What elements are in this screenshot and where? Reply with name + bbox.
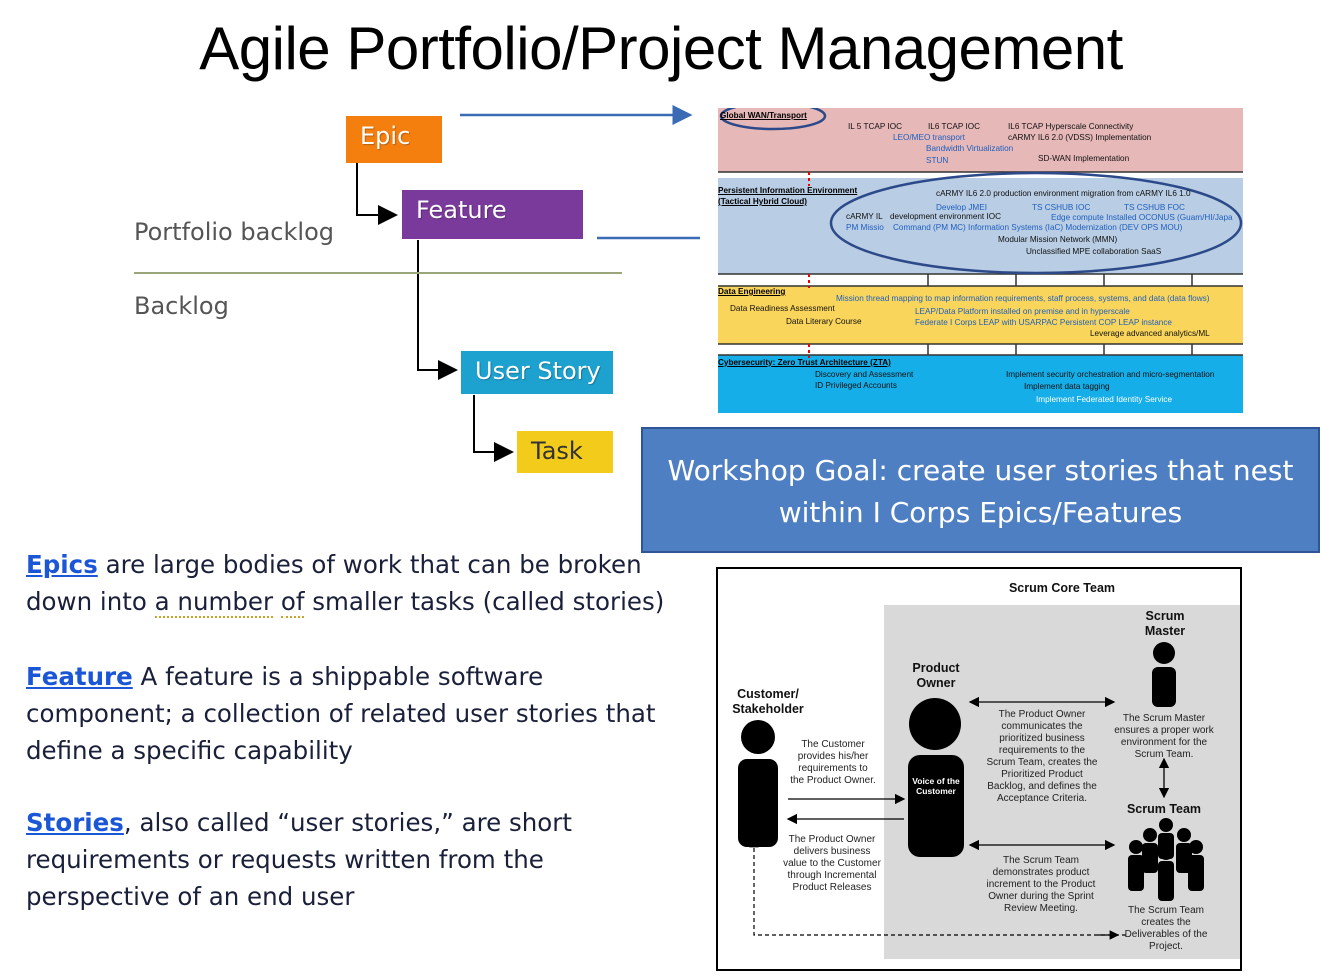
- stories-definition: Stories, also called “user stories,” are…: [26, 804, 686, 915]
- cyber-item: ID Privileged Accounts: [815, 381, 897, 390]
- core-team-title: Scrum Core Team: [1008, 581, 1116, 595]
- epics-space: [273, 587, 281, 616]
- pie-item: Command (PM MC) Information Systems (IaC…: [893, 223, 1183, 232]
- pie-heading: Persistent Information Environment: [718, 186, 858, 195]
- epics-definition: Epics are large bodies of work that can …: [26, 546, 686, 620]
- roadmap-panel: Global WAN/Transport IL 5 TCAP IOC IL6 T…: [718, 108, 1243, 413]
- pie-item: development environment IOC: [890, 212, 1002, 221]
- workshop-goal-box: Workshop Goal: create user stories that …: [641, 427, 1320, 553]
- epics-dotted-text: a number: [154, 587, 274, 618]
- voice-of-customer-label: Voice of the Customer: [912, 776, 960, 796]
- scrum-team-label: Scrum Team: [1126, 802, 1202, 816]
- pie-item: cARMY IL: [846, 212, 883, 221]
- feature-text: A feature is a shippable software compon…: [26, 662, 656, 765]
- task-box: Task: [517, 431, 613, 473]
- data-item: Federate I Corps LEAP with USARPAC Persi…: [915, 318, 1172, 327]
- wan-item: IL6 TCAP IOC: [928, 122, 981, 131]
- team-creates-description: The Scrum Team creates the Deliverables …: [1124, 905, 1208, 952]
- scrum-figures: [738, 642, 1204, 940]
- customer-label: Customer/ Stakeholder: [732, 687, 804, 716]
- data-item: Data Literary Course: [786, 317, 862, 326]
- cyber-band: [718, 355, 1243, 413]
- data-item: Mission thread mapping to map informatio…: [836, 294, 1210, 303]
- epics-dotted-text: of: [280, 587, 305, 618]
- scrum-master-label: Scrum Master: [1144, 609, 1186, 638]
- data-item: LEAP/Data Platform installed on premise …: [915, 307, 1130, 316]
- scrum-team-group-icon: [1128, 818, 1204, 901]
- hierarchy-connectors: [134, 105, 700, 462]
- feature-label: Feature: [416, 196, 507, 224]
- po-communicates-description: The Product Owner communicates the prior…: [986, 709, 1098, 804]
- product-owner-label: Product Owner: [912, 661, 960, 690]
- scrum-diagram: Scrum Core Team Customer: [716, 567, 1242, 971]
- backlog-label: Backlog: [134, 292, 229, 320]
- task-label: Task: [531, 437, 583, 465]
- wan-item: LEO/MEO transport: [893, 133, 965, 142]
- pie-item: PM Missio: [846, 223, 884, 232]
- product-owner-figure-icon: [909, 698, 961, 750]
- wan-heading: Global WAN/Transport: [720, 111, 807, 120]
- cyber-item: Implement security orchestration and mic…: [1006, 370, 1215, 379]
- epics-text: are large bodies of work that can be bro…: [26, 550, 642, 616]
- pie-item: Unclassified MPE collaboration SaaS: [1026, 247, 1162, 256]
- pie-item: TS CSHUB IOC: [1032, 203, 1091, 212]
- stories-text: , also called “user stories,” are short …: [26, 808, 572, 911]
- po-delivers-description: The Product Owner delivers business valu…: [783, 834, 881, 893]
- pie-item: Modular Mission Network (MMN): [998, 235, 1118, 244]
- workshop-goal-text: Workshop Goal: create user stories that …: [667, 454, 1294, 529]
- pie-heading-sub: (Tactical Hybrid Cloud): [718, 197, 808, 206]
- user-story-label: User Story: [475, 357, 601, 385]
- wan-item: cARMY IL6 2.0 (VDSS) Implementation: [1008, 133, 1152, 142]
- portfolio-backlog-label: Portfolio backlog: [134, 218, 334, 246]
- pie-item: Develop JMEI: [936, 203, 987, 212]
- scrum-master-figure-icon: [1153, 642, 1175, 664]
- feature-term-link[interactable]: Feature: [26, 662, 133, 691]
- cyber-item: Discovery and Assessment: [815, 370, 914, 379]
- customer-description: The Customer provides his/her requiremen…: [790, 739, 876, 786]
- pie-item: cARMY IL6 2.0 production environment mig…: [936, 189, 1191, 198]
- data-item: Data Readiness Assessment: [730, 304, 835, 313]
- pie-item: TS CSHUB FOC: [1124, 203, 1185, 212]
- cyber-heading: Cybersecurity: Zero Trust Architecture (…: [718, 358, 891, 367]
- cyber-item: Implement Federated Identity Service: [1036, 395, 1173, 404]
- data-item: Leverage advanced analytics/ML: [1090, 329, 1210, 338]
- team-demo-description: The Scrum Team demonstrates product incr…: [986, 855, 1096, 914]
- wan-item: SD-WAN Implementation: [1038, 154, 1130, 163]
- epics-term-link[interactable]: Epics: [26, 550, 98, 579]
- wan-item: Bandwidth Virtualization: [926, 144, 1014, 153]
- epics-text: smaller tasks (called stories): [304, 587, 665, 616]
- scrum-master-description: The Scrum Master ensures a proper work e…: [1114, 713, 1214, 760]
- user-story-box: User Story: [461, 351, 613, 394]
- page-title: Agile Portfolio/Project Management: [199, 15, 1123, 82]
- customer-figure-icon: [741, 720, 775, 754]
- roadmap-gridlines: [718, 108, 1243, 358]
- feature-definition: Feature A feature is a shippable softwar…: [26, 658, 686, 769]
- pie-band: [718, 178, 1243, 274]
- stories-term-link[interactable]: Stories: [26, 808, 124, 837]
- feature-box: Feature: [402, 190, 583, 239]
- wan-band: [718, 108, 1243, 172]
- wan-item: IL 5 TCAP IOC: [848, 122, 902, 131]
- pie-item: Edge compute Installed OCONUS (Guam/HI/J…: [1051, 213, 1233, 222]
- cyber-item: Implement data tagging: [1024, 382, 1110, 391]
- data-heading: Data Engineering: [718, 287, 786, 296]
- wan-item: IL6 TCAP Hyperscale Connectivity: [1008, 122, 1134, 131]
- epic-box: Epic: [346, 116, 442, 163]
- wan-item: STUN: [926, 156, 949, 165]
- data-band: [718, 286, 1243, 344]
- epic-label: Epic: [360, 122, 411, 150]
